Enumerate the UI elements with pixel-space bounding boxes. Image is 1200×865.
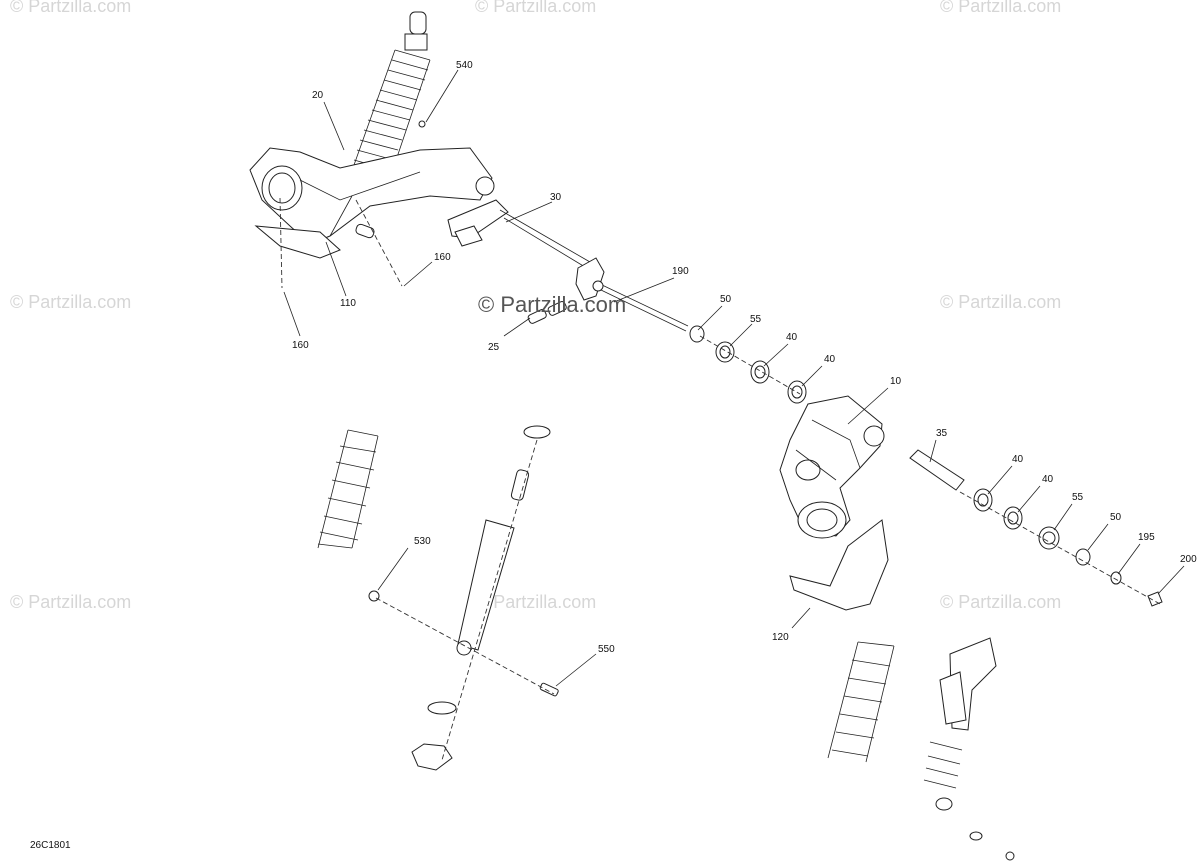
callout-label: 40 — [1012, 454, 1024, 465]
watermark: © Partzilla.com — [940, 592, 1061, 612]
coil-spring-right — [827, 641, 895, 763]
callout-label: 30 — [550, 192, 562, 203]
watermark: © Partzilla.com — [10, 292, 131, 312]
callout-label: 120 — [772, 632, 789, 643]
callout-label: 40 — [1042, 474, 1054, 485]
callout-label: 50 — [1110, 512, 1122, 523]
right-trailing-arm — [779, 395, 889, 611]
bolt-190 — [592, 280, 689, 332]
callout-label: 195 — [1138, 532, 1155, 543]
shock-right — [923, 637, 1015, 861]
callout-label: 190 — [672, 266, 689, 277]
callout-label: 40 — [824, 354, 836, 365]
callout-label: 200 — [1180, 554, 1197, 565]
callout-label: 25 — [488, 342, 500, 353]
callout-label: 35 — [936, 428, 948, 439]
assembly-lines — [279, 197, 1161, 761]
coil-spring-left — [317, 429, 379, 549]
callout-label: 20 — [312, 90, 324, 101]
watermark: © Partzilla.com — [475, 0, 596, 16]
watermark-layer: © Partzilla.com © Partzilla.com © Partzi… — [10, 0, 1061, 612]
watermark: © Partzilla.com — [10, 592, 131, 612]
watermark: © Partzilla.com — [940, 292, 1061, 312]
callout-label: 550 — [598, 644, 615, 655]
watermark: © Partzilla.com — [10, 0, 131, 16]
callout-label: 10 — [890, 376, 902, 387]
callout-label: 110 — [340, 298, 356, 309]
callout-label: 530 — [414, 536, 431, 547]
watermark-main: © Partzilla.com — [478, 292, 626, 317]
bearing-stack-lower — [909, 449, 1163, 607]
left-trailing-arm — [249, 120, 495, 259]
leader-lines — [283, 69, 1185, 687]
callout-label: 55 — [750, 314, 762, 325]
callout-label: 55 — [1072, 492, 1084, 503]
watermark: © Partzilla.com — [475, 592, 596, 612]
callout-label: 50 — [720, 294, 732, 305]
callout-label: 540 — [456, 60, 473, 71]
watermark: © Partzilla.com — [940, 0, 1061, 16]
callout-label: 40 — [786, 332, 798, 343]
drawing-code: 26C1801 — [30, 840, 71, 851]
callout-label: 160 — [434, 252, 451, 263]
callout-labels: 20 540 30 160 110 160 190 25 50 55 40 40… — [292, 60, 1197, 655]
callout-label: 160 — [292, 340, 309, 351]
shock-left — [368, 425, 559, 771]
